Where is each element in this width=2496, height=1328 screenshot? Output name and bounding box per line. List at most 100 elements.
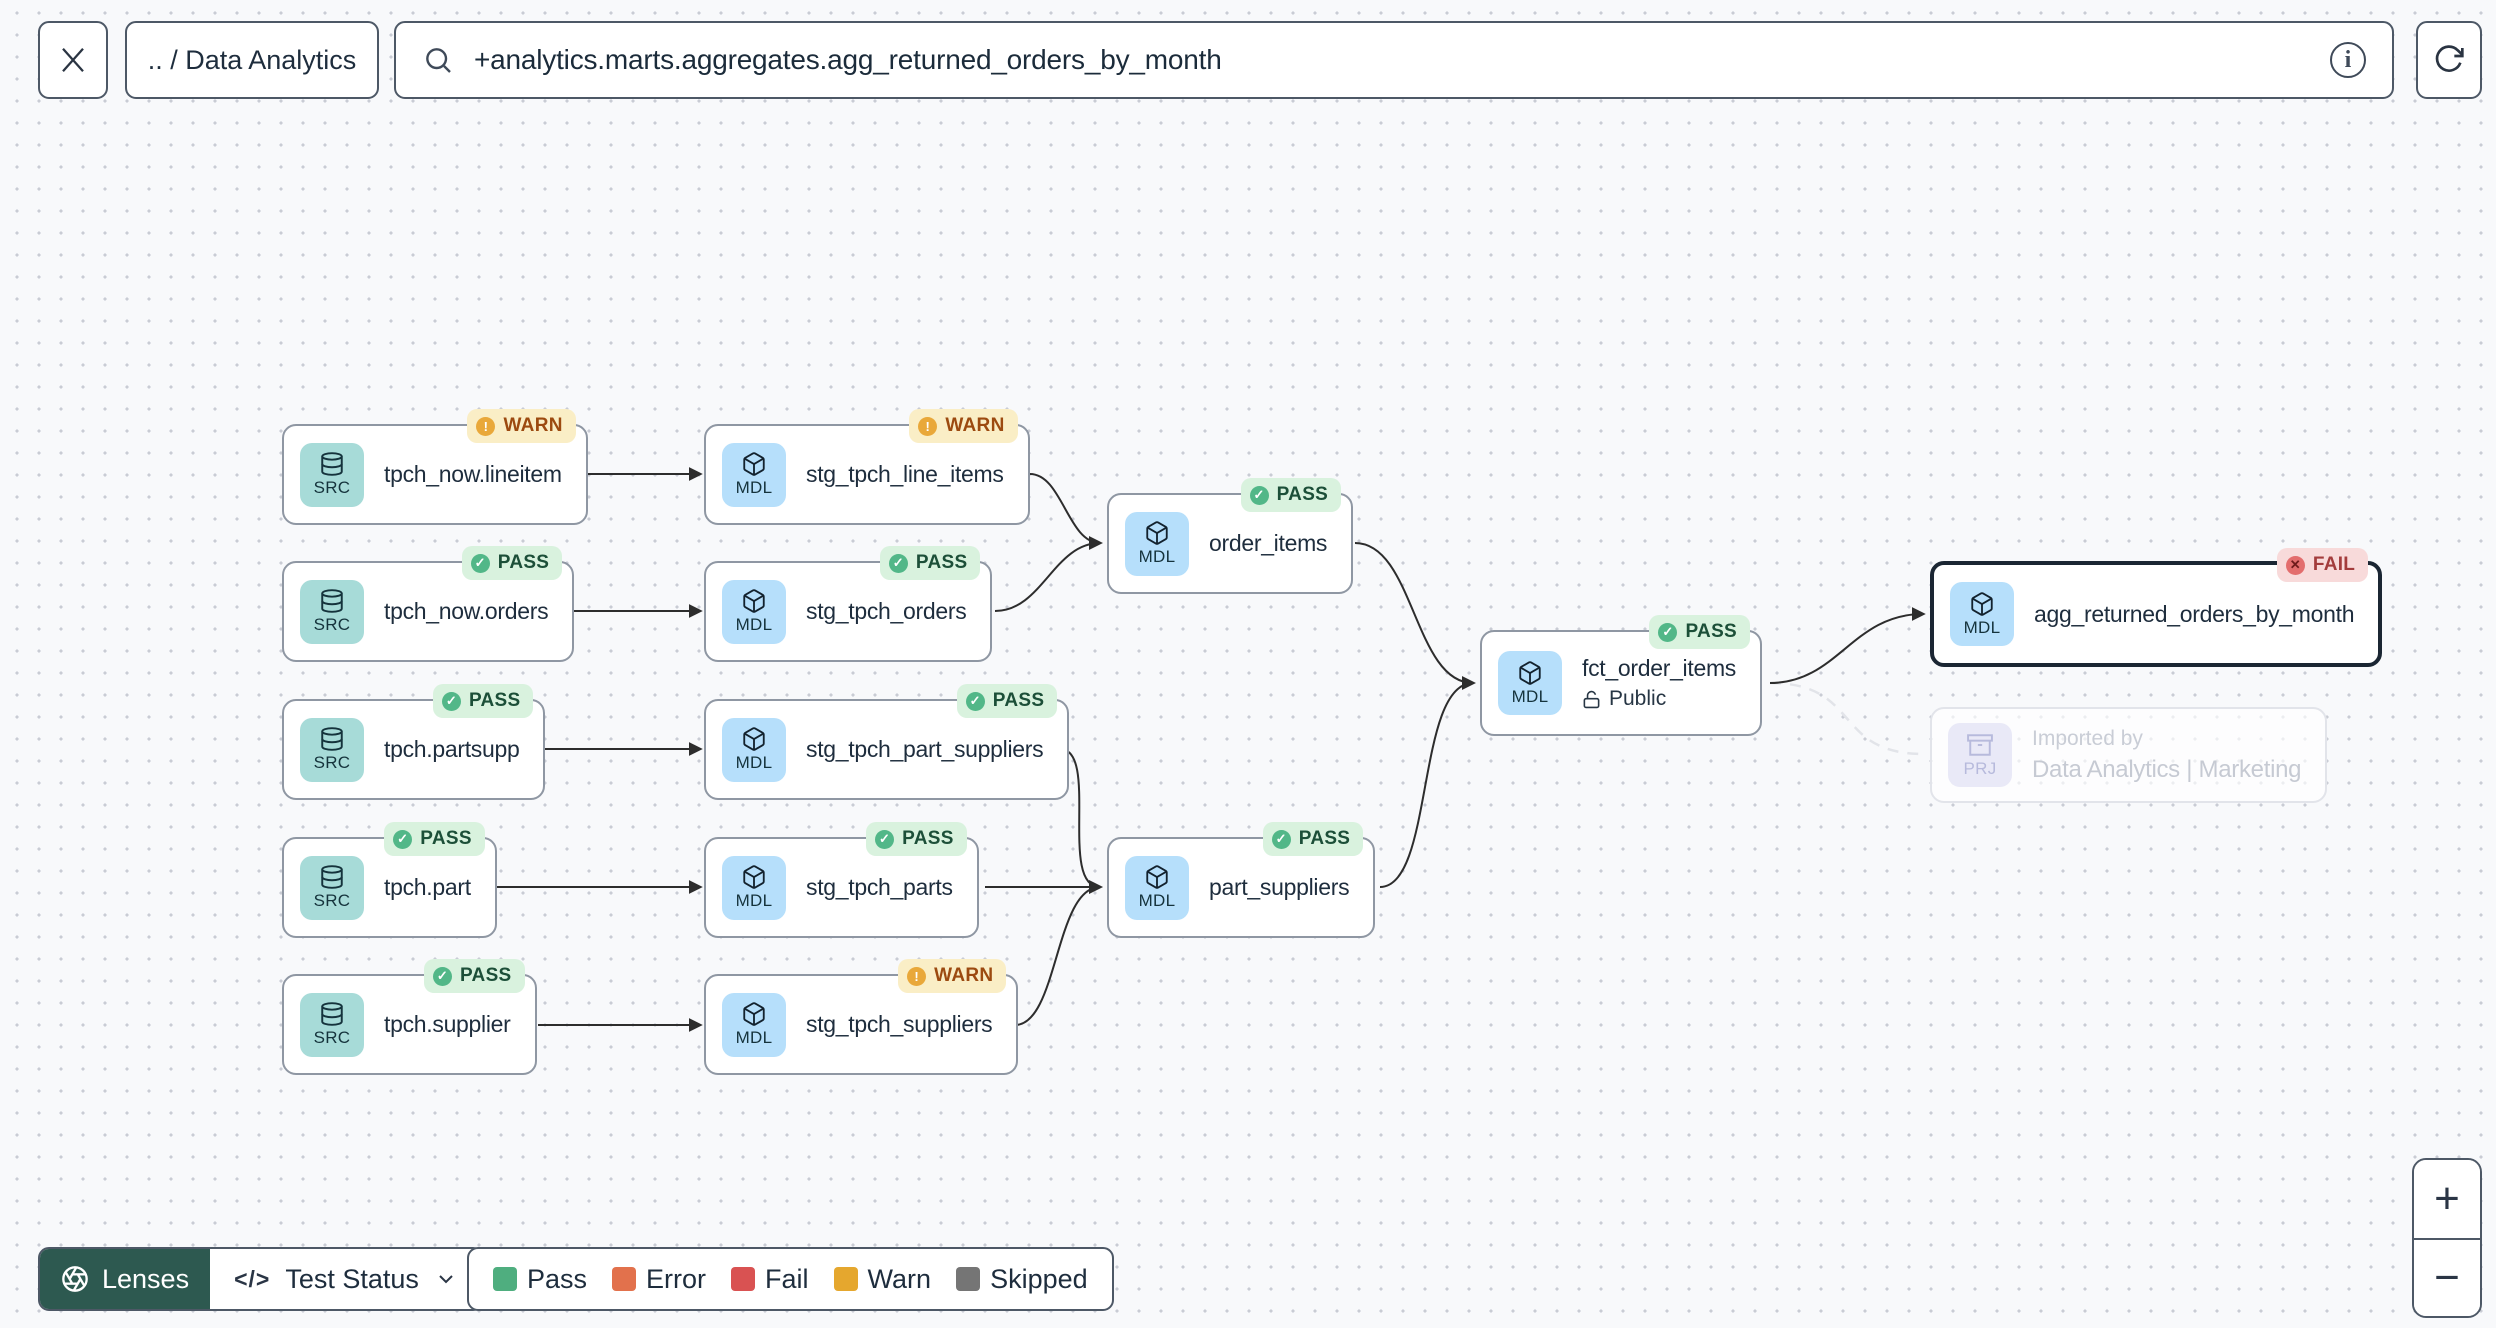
zoom-in-button[interactable]: + <box>2414 1160 2480 1238</box>
node-stg_tpch_orders[interactable]: ✓ PASS MDL stg_tpch_orders <box>704 546 993 662</box>
skipped-swatch <box>956 1267 981 1291</box>
node-order_items[interactable]: ✓ PASS MDL order_items <box>1107 478 1354 594</box>
chevron-down-icon <box>439 1275 453 1284</box>
node-stg_tpch_suppliers[interactable]: ! WARN MDL stg_tpch_suppliers <box>704 959 1019 1075</box>
status-label: WARN <box>945 415 1005 436</box>
node-label: order_items <box>1209 530 1328 556</box>
node-type-label: MDL <box>735 1028 773 1047</box>
close-button[interactable] <box>38 21 108 99</box>
node-label: tpch.supplier <box>384 1011 511 1037</box>
node-type-label: MDL <box>1511 686 1549 706</box>
node-type-label: MDL <box>1138 891 1176 910</box>
node-agg_returned_orders_by_month[interactable]: ✕ FAIL MDL agg_returned_orders_by_month <box>1930 548 2383 667</box>
test-status-legend: Pass Error Fail Warn Skipped <box>467 1247 1114 1311</box>
node-tpch_now-orders[interactable]: ✓ PASS SRC tpch_now.orders <box>282 546 575 662</box>
node-part_suppliers[interactable]: ✓ PASS MDL part_suppliers <box>1107 822 1376 938</box>
node-tpch_now-lineitem[interactable]: ! WARN SRC tpch_now.lineitem <box>282 409 588 525</box>
node-type-label: PRJ <box>1963 758 1997 778</box>
node-label: fct_order_items <box>1582 655 1737 681</box>
status-label: WARN <box>934 965 994 986</box>
legend-label: Warn <box>867 1263 932 1294</box>
status-badge: ✓ PASS <box>956 684 1058 718</box>
fail-icon: ✕ <box>2285 555 2305 575</box>
status-label: PASS <box>915 552 968 573</box>
refresh-button[interactable] <box>2416 21 2482 99</box>
status-label: PASS <box>1685 621 1738 642</box>
database-icon <box>321 589 343 613</box>
status-label: PASS <box>468 690 521 711</box>
node-type-label: SRC <box>313 615 351 634</box>
breadcrumb[interactable]: .. / Data Analytics <box>125 21 379 99</box>
imported-by-title: Imported by <box>2032 726 2143 750</box>
node-label: part_suppliers <box>1209 874 1350 900</box>
model-icon: MDL <box>722 992 786 1057</box>
check-icon: ✓ <box>1271 829 1291 849</box>
node-label: tpch.part <box>384 874 471 900</box>
lens-controls: Lenses </> Test Status <box>38 1247 484 1311</box>
unlock-icon <box>1583 690 1600 708</box>
search-input[interactable] <box>472 43 2312 77</box>
node-type-label: MDL <box>735 753 773 772</box>
check-icon: ✓ <box>875 829 895 849</box>
status-badge: ✓ PASS <box>461 546 563 580</box>
node-stg_tpch_part_suppliers[interactable]: ✓ PASS MDL stg_tpch_part_suppliers <box>704 684 1070 800</box>
cube-icon <box>743 865 765 889</box>
lens-selector-dropdown[interactable]: </> Test Status <box>210 1249 482 1309</box>
archive-icon <box>1967 733 1993 756</box>
status-badge: ! WARN <box>909 409 1018 443</box>
database-icon <box>321 1002 343 1026</box>
status-label: FAIL <box>2312 554 2356 575</box>
warn-icon: ! <box>918 416 938 436</box>
node-label: Data Analytics | Marketing <box>2032 755 2302 783</box>
node-stg_tpch_line_items[interactable]: ! WARN MDL stg_tpch_line_items <box>704 409 1030 525</box>
node-label: stg_tpch_suppliers <box>806 1011 993 1037</box>
source-icon: SRC <box>300 855 364 920</box>
lenses-button[interactable]: Lenses <box>40 1249 211 1309</box>
node-label: stg_tpch_parts <box>806 874 953 900</box>
status-badge: ✓ PASS <box>384 822 485 856</box>
info-icon[interactable]: i <box>2330 42 2366 78</box>
cube-icon <box>1146 521 1168 545</box>
status-badge: ! WARN <box>467 409 576 443</box>
zoom-controls: + − <box>2412 1158 2482 1318</box>
legend-label: Fail <box>765 1263 809 1294</box>
cube-icon <box>1519 660 1541 685</box>
node-type-label: SRC <box>313 1028 351 1047</box>
cube-icon <box>743 727 765 751</box>
node-imported-by-project: PRJ Imported by Data Analytics | Marketi… <box>1930 707 2328 803</box>
check-icon: ✓ <box>965 691 985 711</box>
status-badge: ✕ FAIL <box>2276 548 2369 582</box>
zoom-out-button[interactable]: − <box>2414 1238 2480 1316</box>
status-label: PASS <box>1276 484 1329 505</box>
status-badge: ✓ PASS <box>1262 822 1364 856</box>
warn-icon: ! <box>476 416 496 436</box>
node-fct_order_items[interactable]: ✓ PASS MDL fct_order_items Public <box>1480 615 1763 736</box>
legend-item-skipped: Skipped <box>956 1264 1088 1295</box>
error-swatch <box>612 1267 637 1291</box>
status-badge: ✓ PASS <box>1240 478 1342 512</box>
legend-item-warn: Warn <box>833 1263 932 1295</box>
node-tpch-supplier[interactable]: ✓ PASS SRC tpch.supplier <box>282 959 537 1075</box>
node-tpch-part[interactable]: ✓ PASS SRC tpch.part <box>282 822 497 938</box>
node-label: stg_tpch_line_items <box>806 461 1004 487</box>
cube-icon <box>743 589 765 613</box>
node-stg_tpch_parts[interactable]: ✓ PASS MDL stg_tpch_parts <box>704 822 979 938</box>
check-icon: ✓ <box>393 829 413 849</box>
close-icon <box>62 48 84 72</box>
node-label: tpch.partsupp <box>384 736 520 762</box>
cube-icon <box>1146 865 1168 889</box>
check-icon: ✓ <box>1658 622 1678 642</box>
node-label: tpch_now.orders <box>384 598 549 624</box>
legend-label: Error <box>646 1263 707 1294</box>
node-type-label: SRC <box>313 478 351 497</box>
model-icon: MDL <box>1950 582 2014 646</box>
source-icon: SRC <box>300 717 364 782</box>
model-icon: MDL <box>722 717 786 782</box>
legend-item-error: Error <box>612 1264 706 1295</box>
database-icon <box>321 727 343 751</box>
database-icon <box>321 452 343 476</box>
node-tpch-partsupp[interactable]: ✓ PASS SRC tpch.partsupp <box>282 684 546 800</box>
node-type-label: MDL <box>1138 547 1176 566</box>
warn-icon: ! <box>907 966 927 986</box>
